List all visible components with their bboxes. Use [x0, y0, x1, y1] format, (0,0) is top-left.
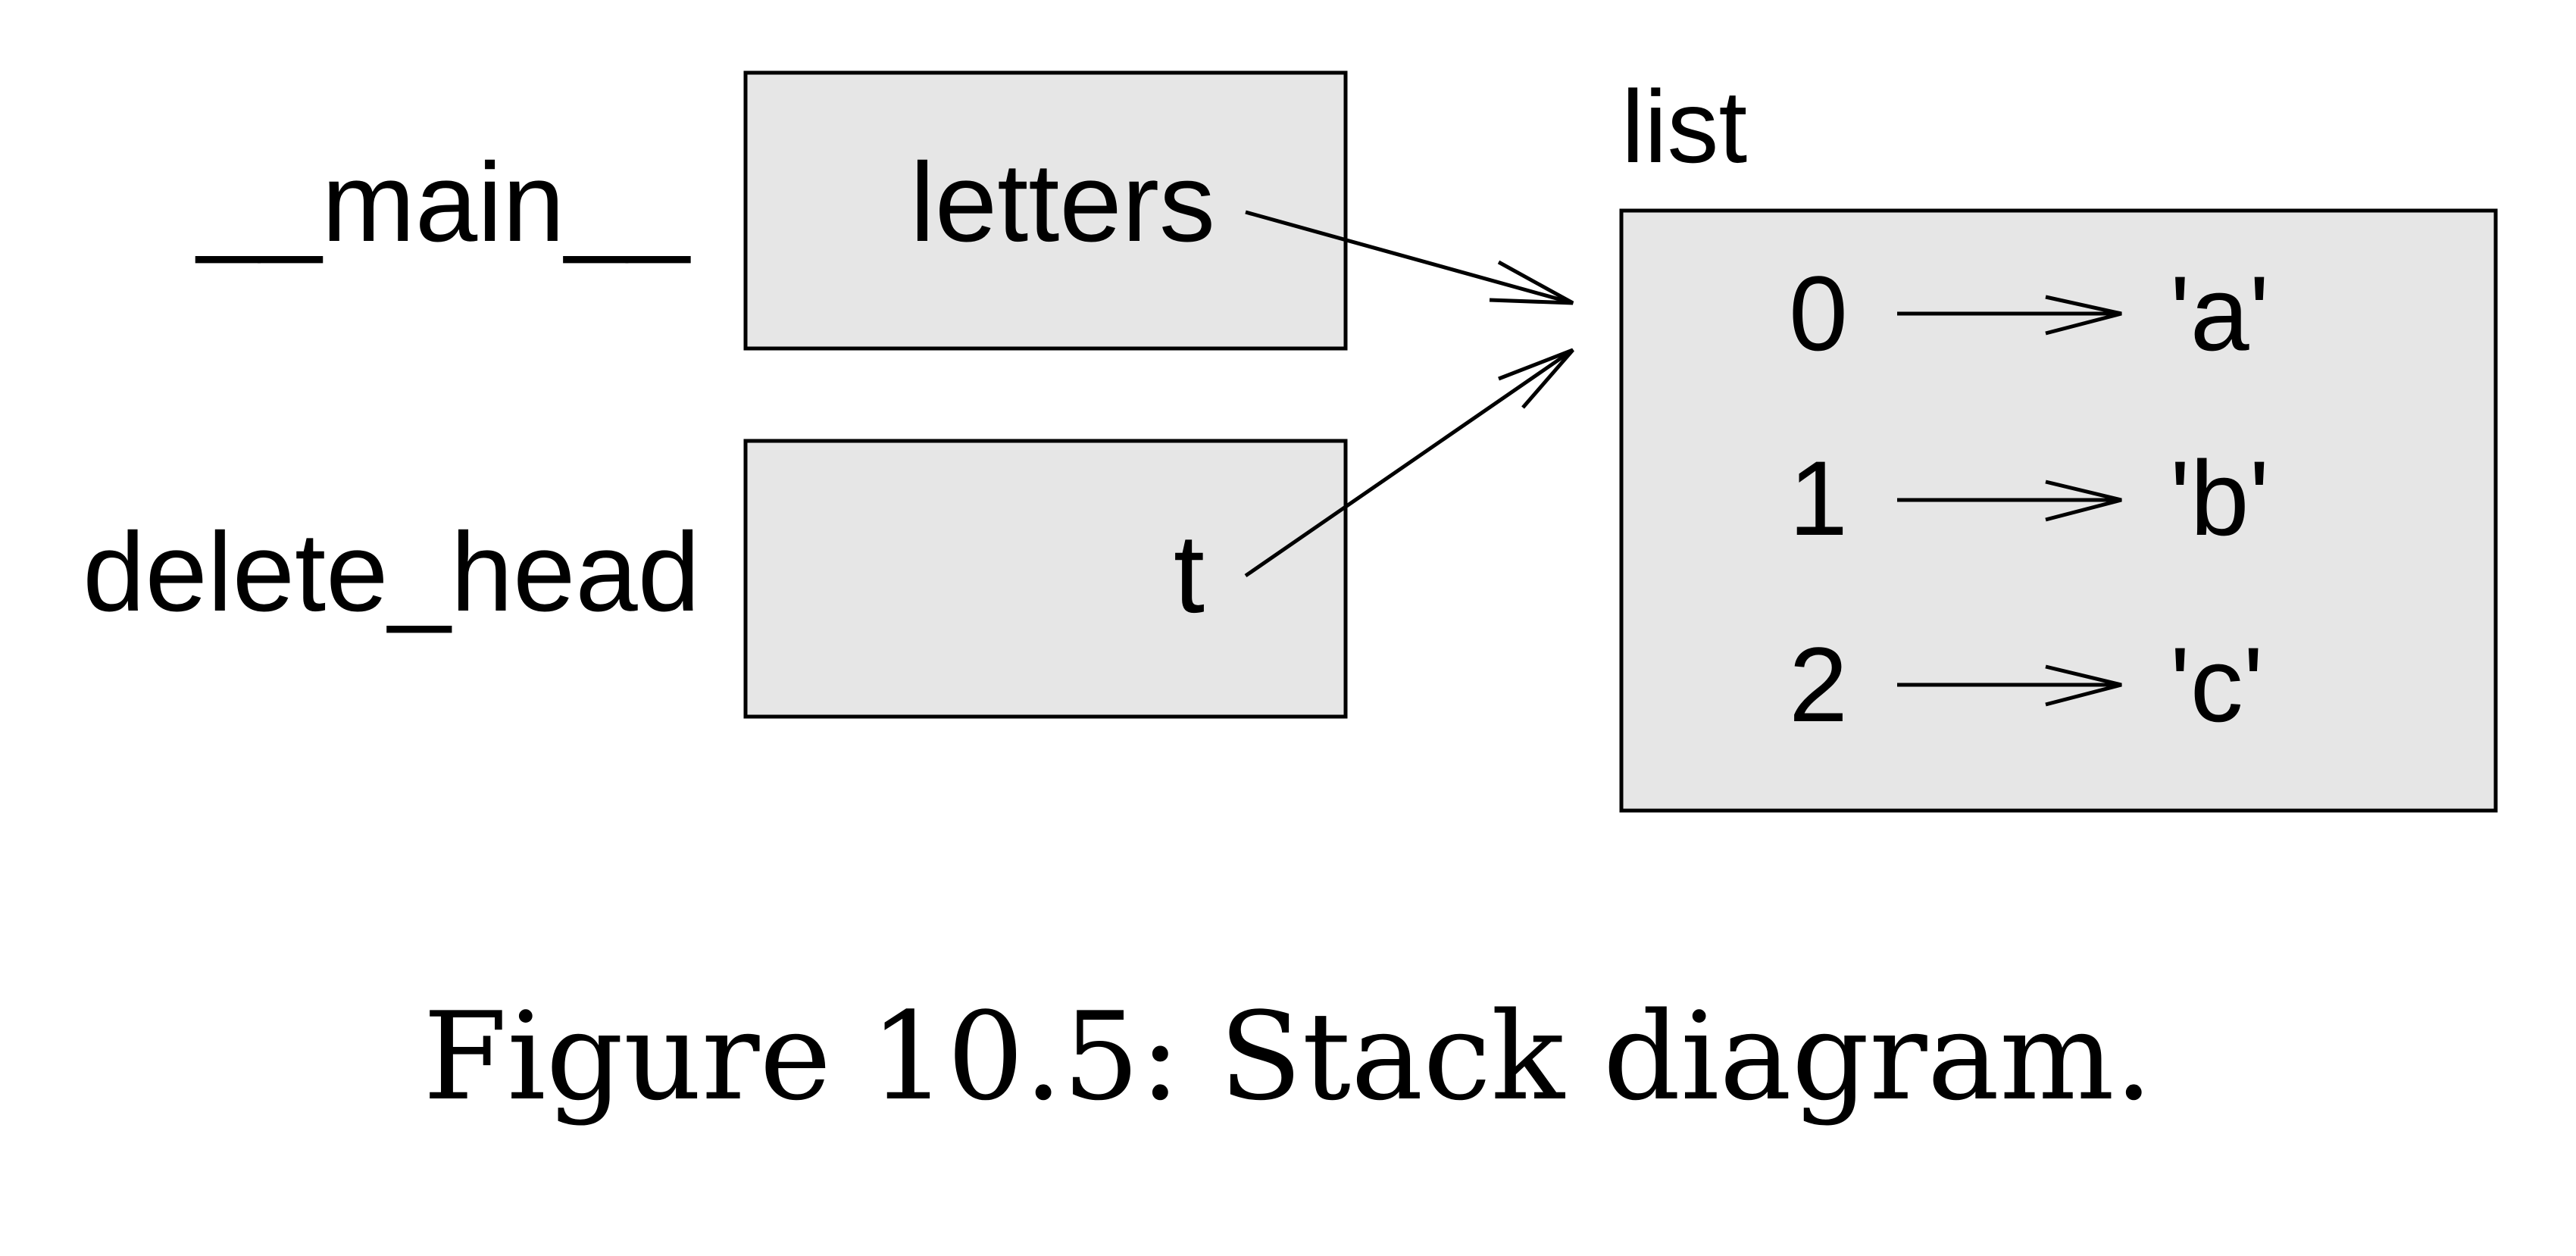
reference-arrow-letters	[1245, 210, 1574, 305]
item-arrow-1	[1897, 480, 2122, 522]
list-value-1: 'b'	[2170, 439, 2269, 558]
item-arrow-2	[1897, 664, 2122, 707]
reference-arrow-t	[1244, 348, 1574, 578]
list-title: list	[1621, 69, 1747, 184]
frame-box-delete-head	[743, 439, 1348, 719]
item-arrow-0	[1897, 295, 2122, 336]
figure-caption: Figure 10.5: Stack diagram.	[423, 986, 2152, 1127]
frame-label-delete-head: delete_head	[83, 510, 700, 635]
list-index-0: 0	[1789, 254, 1848, 373]
variable-letters: letters	[910, 140, 1215, 265]
list-box	[1619, 208, 2498, 813]
list-value-0: 'a'	[2170, 254, 2269, 373]
frame-label-main: __main__	[195, 140, 691, 265]
list-index-2: 2	[1789, 625, 1848, 744]
list-value-2: 'c'	[2170, 625, 2263, 744]
variable-t: t	[1174, 511, 1205, 636]
list-index-1: 1	[1789, 439, 1848, 558]
frame-box-main	[743, 70, 1348, 351]
